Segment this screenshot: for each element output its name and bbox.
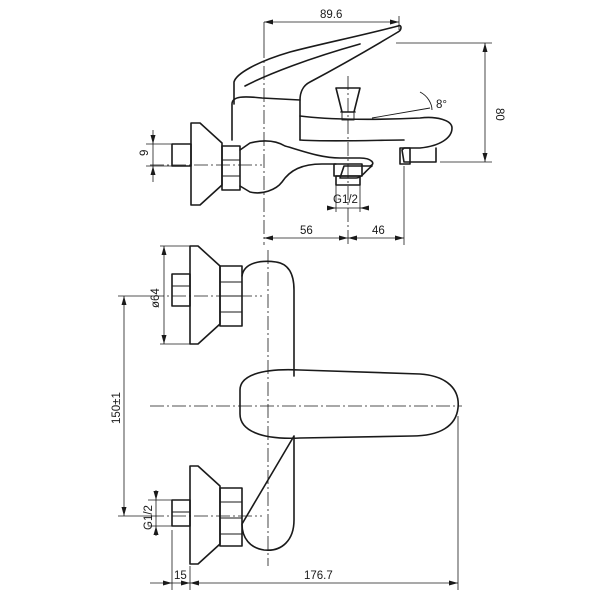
plan-view-dimensions: ø64 150±1 G1/2 15 176.7 [111,245,459,590]
side-view-dimensions: 89.6 80 8° 9 G1/2 56 46 [139,9,505,245]
pipe-stub-top [171,143,192,167]
spout-side [299,115,453,163]
dim-top-width: 89.6 [320,9,342,21]
lever-handle-side [233,24,402,105]
dim-connection-top: 9 [139,150,151,156]
dim-diameter: ø64 [150,288,162,308]
pipe-stub-lower [171,499,191,527]
mixer-neck [231,96,301,141]
lever-handle-plan [239,368,459,440]
dim-total-depth: 176.7 [304,570,333,582]
mixer-body-plan [241,260,295,551]
hex-nut-top [221,145,241,191]
dim-spout-left: 56 [300,225,313,237]
mixer-body-side [239,140,374,194]
dim-thread-side: G1/2 [143,505,155,530]
dim-thread-top: G1/2 [333,194,358,206]
dim-center-distance: 150±1 [111,392,123,424]
hex-nut-lower [219,487,243,547]
wall-flange-upper [189,245,221,345]
pipe-stub-upper [171,273,191,307]
side-view [150,24,453,245]
dim-angle: 8° [436,99,447,111]
wall-flange-lower [189,465,221,565]
plan-view [150,245,462,566]
dim-spout-right: 46 [372,225,385,237]
wall-flange-top [190,122,223,206]
dim-height: 80 [493,108,505,121]
dim-offset: 15 [174,570,187,582]
